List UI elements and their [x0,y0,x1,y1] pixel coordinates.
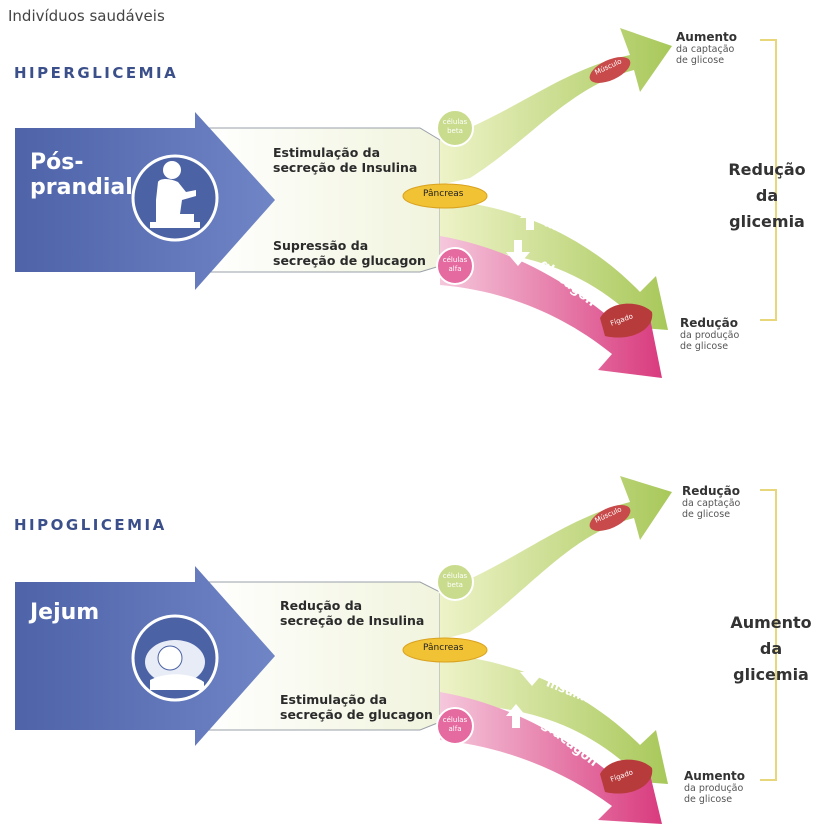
uptake-increase-label: Aumento da captação de glicose [676,30,737,66]
label-title: Aumento [676,30,737,44]
pancreas-label: Pâncreas [423,189,463,199]
suppression-glucagon-label: Supressão da secreção de glucagon [273,238,426,268]
stimulation-insulin-label: Estimulação da secreção de Insulina [273,145,417,175]
pancreas-label: Pâncreas [423,643,463,653]
label-line: Estimulação da [280,692,433,707]
label-line: Redução da [280,598,424,613]
person-eating-icon [133,156,217,240]
label-line: células [439,118,471,127]
label-line: alfa [439,265,471,274]
upper-insulin-band [440,28,672,185]
summary-line: da [712,183,822,209]
upper-insulin-band [440,476,672,640]
summary-line: glicemia [712,209,822,235]
label-sub: da produção [684,783,745,794]
label-sub: de glicose [682,509,740,520]
label-sub: de glicose [684,794,745,805]
label-sub: de glicose [676,55,737,66]
label-title: Aumento [684,769,745,783]
label-line: secreção de glucagon [280,707,433,722]
arrow-label-postprandial: Pós- prandial [30,150,133,200]
summary-line: glicemia [716,662,826,688]
increase-arrow-icon [520,136,540,160]
label-line: beta [439,127,471,136]
stimulation-glucagon-label: Estimulação da secreção de glucagon [280,692,433,722]
summary-glycemia-reduction: Redução da glicemia [712,157,822,235]
label-line: células [439,572,471,581]
label-line: Supressão da [273,238,426,253]
label-line: beta [439,581,471,590]
label-sub: da captação [676,44,737,55]
label-line: secreção de Insulina [273,160,417,175]
label-line: secreção de glucagon [273,253,426,268]
arrow-label-line: Pós- [30,150,133,175]
label-title: Redução [682,484,740,498]
label-title: Redução [680,316,739,330]
summary-line: Redução [712,157,822,183]
arrow-label-line: prandial [30,175,133,200]
decrease-arrow-icon [520,588,544,614]
uptake-reduction-label: Redução da captação de glicose [682,484,740,520]
reduction-insulin-label: Redução da secreção de Insulina [280,598,424,628]
label-sub: da produção [680,330,739,341]
label-line: células [439,716,471,725]
summary-glycemia-increase: Aumento da glicemia [716,610,826,688]
label-sub: da captação [682,498,740,509]
beta-cells-label: células beta [439,572,471,590]
production-increase-label: Aumento da produção de glicose [684,769,745,805]
label-line: células [439,256,471,265]
label-line: secreção de Insulina [280,613,424,628]
summary-line: da [716,636,826,662]
person-sleeping-icon [133,616,217,700]
label-line: Estimulação da [273,145,417,160]
label-sub: de glicose [680,341,739,352]
beta-cells-label: células beta [439,118,471,136]
alpha-cells-label: células alfa [439,716,471,734]
production-reduction-label: Redução da produção de glicose [680,316,739,352]
summary-line: Aumento [716,610,826,636]
label-line: alfa [439,725,471,734]
alpha-cells-label: células alfa [439,256,471,274]
arrow-label-fasting: Jejum [30,600,99,625]
